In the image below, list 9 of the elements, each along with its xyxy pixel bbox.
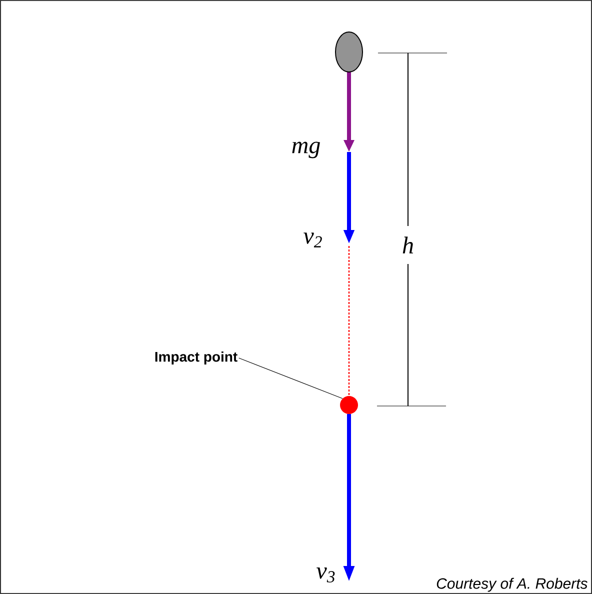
caption: Courtesy of A. Roberts: [436, 578, 588, 592]
impact-dot: [340, 396, 358, 414]
math-label: v$_{2}$: [304, 232, 322, 248]
math-label: v$_{3}$: [316, 568, 335, 582]
ball: [335, 32, 363, 72]
math-label: mg: [292, 142, 320, 158]
math-label: h: [402, 236, 413, 254]
leader-line: [238, 358, 343, 399]
label-text: Impact point: [155, 351, 238, 365]
